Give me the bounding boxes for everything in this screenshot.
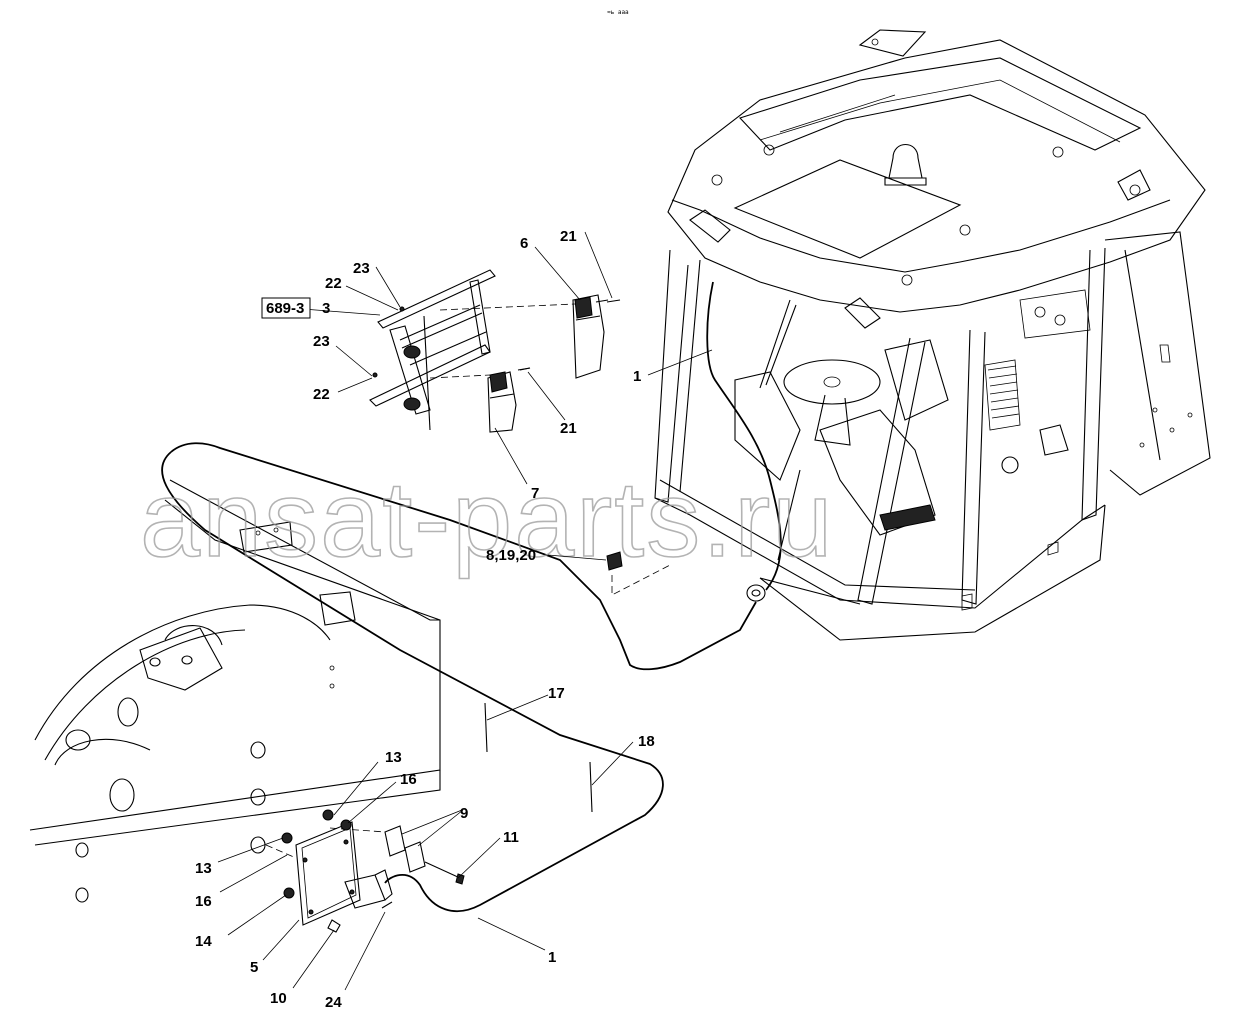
- callout-16-upper: 16: [400, 771, 417, 788]
- callout-18: 18: [638, 733, 655, 750]
- svg-text:689-3: 689-3: [266, 300, 304, 317]
- callout-10: 10: [270, 990, 287, 1007]
- cab-illustration: [606, 29, 1211, 641]
- callout-labels: 1 1 3 5 6 7 8,19,20 9 10 11 13 13 14 16 …: [195, 228, 655, 1011]
- reference-box: 689-3: [261, 297, 311, 319]
- callout-23-upper: 23: [353, 260, 370, 277]
- cable-harness-upper: [170, 442, 757, 671]
- cable-harness: [161, 451, 664, 913]
- callout-5: 5: [250, 959, 258, 976]
- callout-13-upper: 13: [385, 749, 402, 766]
- callout-7: 7: [531, 485, 539, 502]
- drawing-code: ≈ь ааа: [607, 9, 629, 16]
- callout-9: 9: [460, 805, 468, 822]
- callout-23-lower: 23: [313, 333, 330, 350]
- mirror-bracket-assembly: [369, 269, 621, 433]
- callout-24: 24: [325, 994, 342, 1011]
- callout-17: 17: [548, 685, 565, 702]
- callout-6: 6: [520, 235, 528, 252]
- callout-21-upper: 21: [560, 228, 577, 245]
- callout-14: 14: [195, 933, 212, 950]
- callout-21-lower: 21: [560, 420, 577, 437]
- callout-1-upper: 1: [633, 368, 641, 385]
- leader-lines: [217, 231, 713, 991]
- callout-16-lower: 16: [195, 893, 212, 910]
- watermark: ansat-parts.ru: [140, 458, 834, 579]
- callout-8-19-20: 8,19,20: [486, 547, 536, 564]
- callout-1-lower: 1: [548, 949, 556, 966]
- callout-11: 11: [503, 829, 519, 846]
- callout-22-lower: 22: [313, 386, 330, 403]
- callout-3: 3: [322, 300, 330, 317]
- callout-13-lower: 13: [195, 860, 212, 877]
- callout-22-upper: 22: [325, 275, 342, 292]
